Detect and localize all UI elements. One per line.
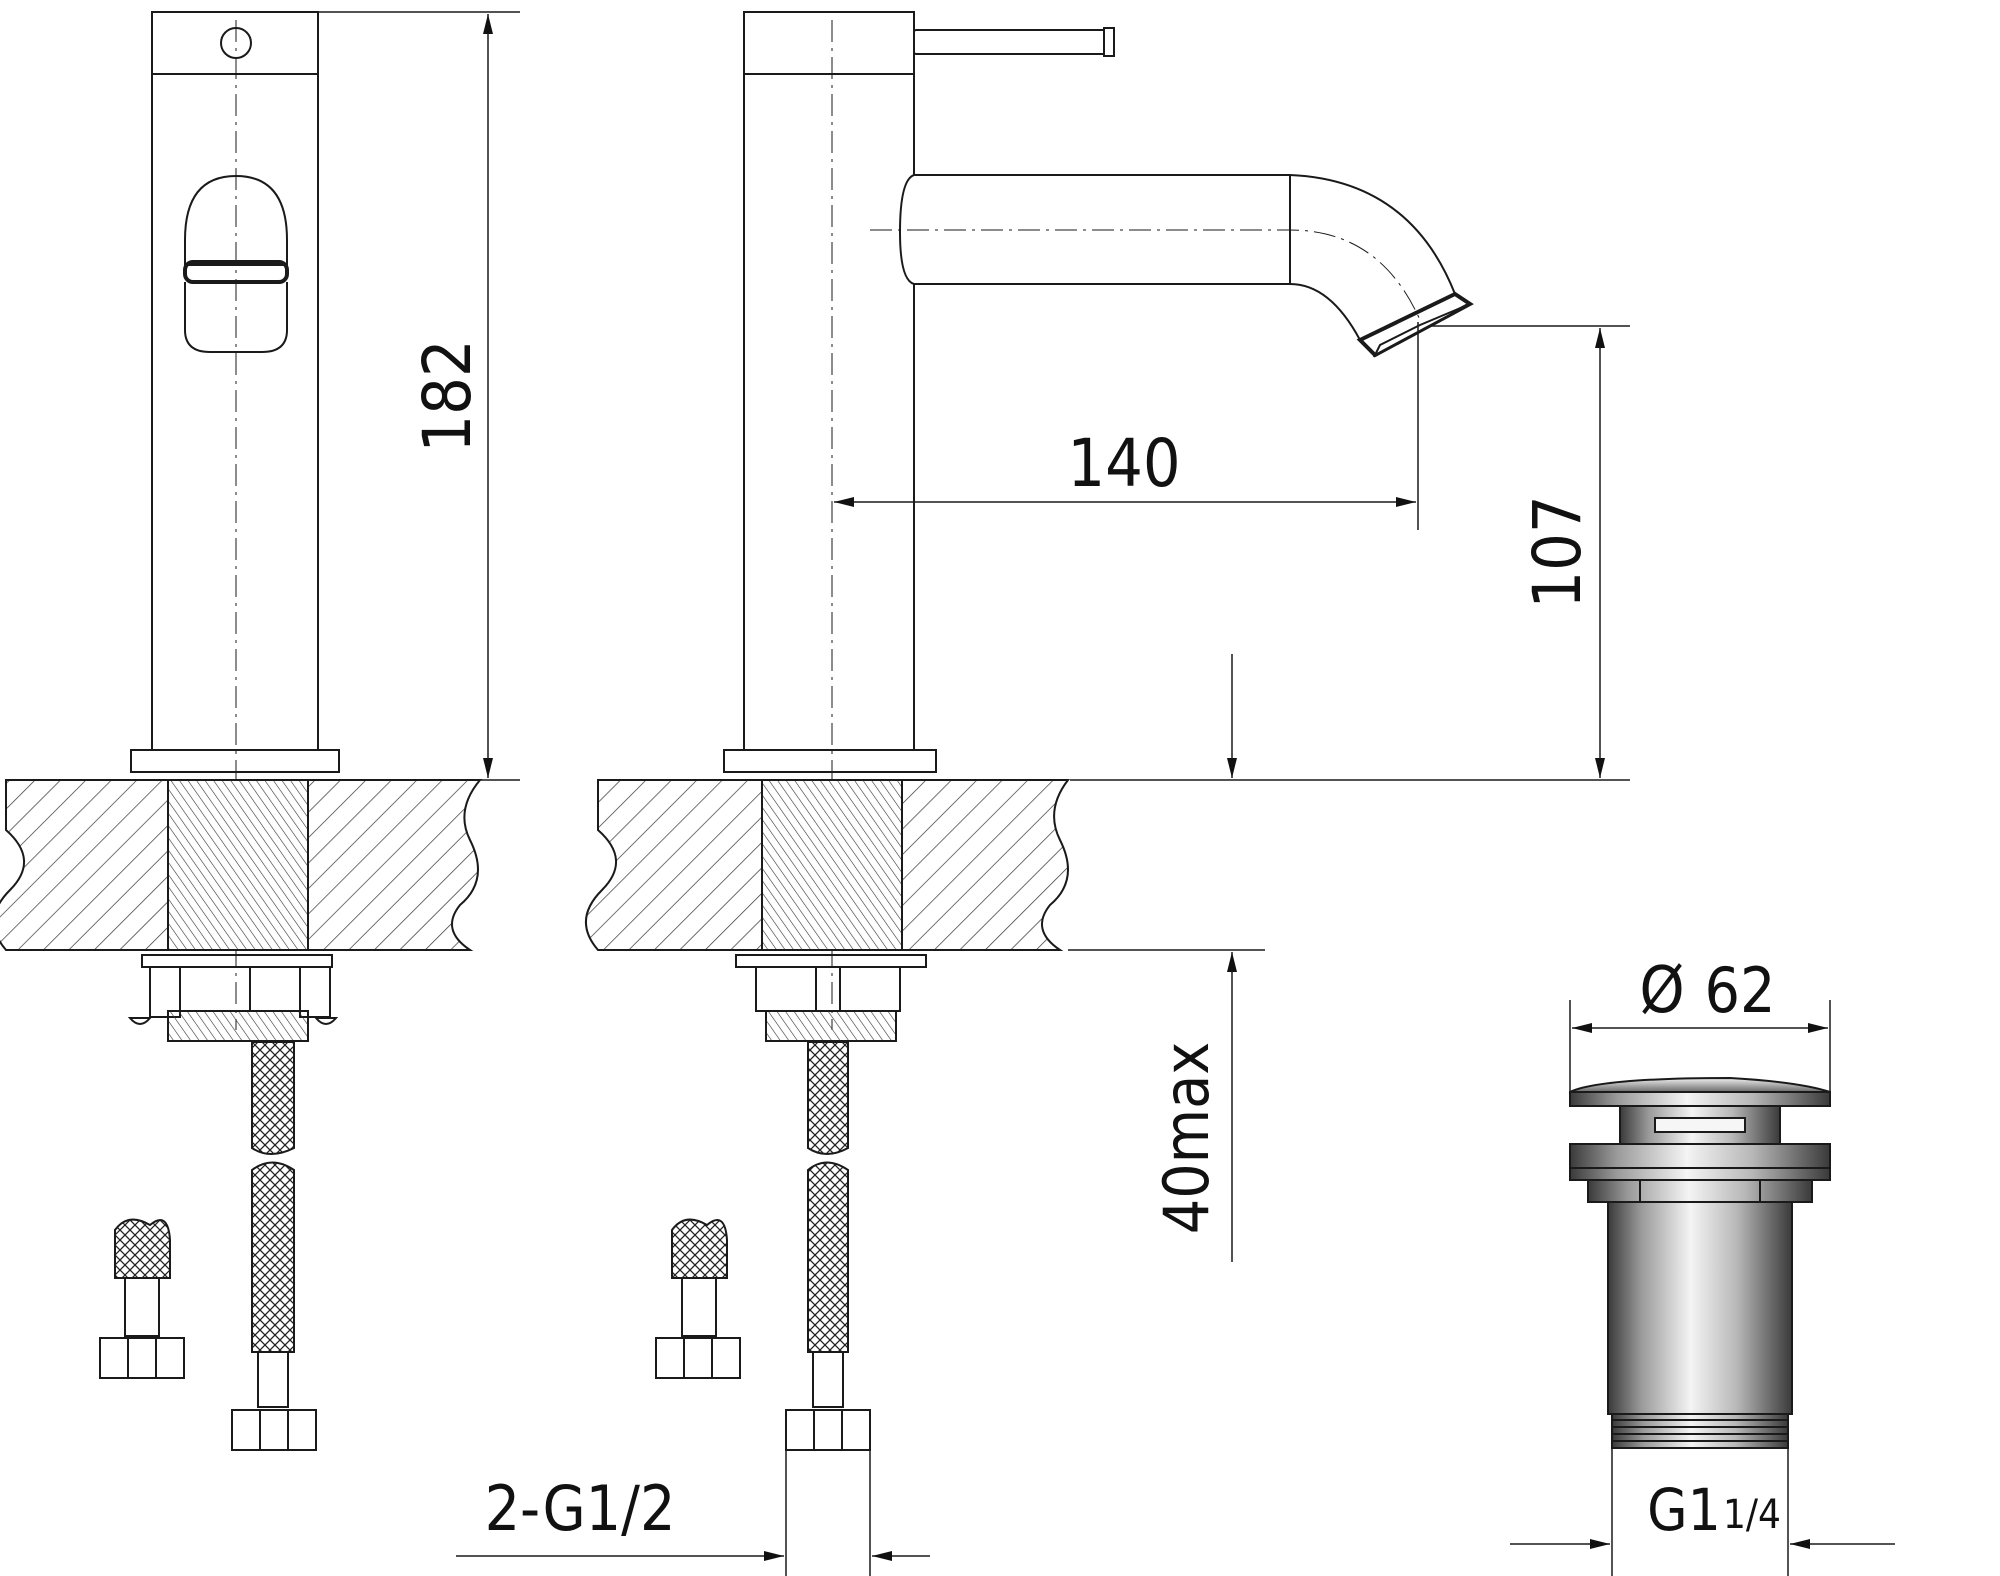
dim-spout-reach-label: 140: [1067, 425, 1180, 502]
spout: [898, 174, 1457, 342]
front-hoses: [99, 1041, 317, 1451]
dim-waste-diameter-symbol: Ø: [1639, 954, 1684, 1028]
side-handle-cap: [743, 11, 915, 75]
deck-section-middle: [584, 779, 1071, 951]
dim-waste-diameter: Ø 62: [1569, 954, 1831, 1092]
dim-waste-thread-label: G1: [1647, 1476, 1721, 1544]
side-hoses: [655, 1041, 871, 1451]
dim-supply-thread-label: 2-G1/2: [485, 1472, 676, 1545]
dim-height-total-label: 182: [409, 339, 486, 452]
front-mounting-hardware: [127, 954, 339, 1042]
dim-spout-height-label: 107: [1519, 495, 1596, 608]
side-base-flange: [723, 749, 937, 773]
deck-section-left: [0, 779, 483, 951]
dim-deck-thickness: 40max: [1068, 654, 1265, 1262]
front-lever: [184, 174, 288, 266]
dim-height-total: 182: [318, 11, 520, 781]
dim-waste-diameter-label: 62: [1705, 954, 1776, 1027]
side-lever: [913, 29, 1111, 55]
dim-supply-thread: 2-G1/2: [456, 1440, 930, 1576]
side-view: [723, 11, 1474, 1030]
front-view: [130, 11, 340, 1030]
dim-waste-thread-fraction: 1/4: [1723, 1492, 1781, 1538]
dim-spout-height: 107: [1070, 325, 1630, 781]
front-lever-tip: [184, 282, 288, 353]
waste-drain: [1569, 1076, 1831, 1449]
dim-deck-thickness-label: 40max: [1150, 1042, 1223, 1234]
side-mounting-hardware: [735, 954, 927, 1042]
side-body: [743, 73, 915, 751]
dim-waste-thread: G1 1/4: [1510, 1448, 1895, 1576]
front-base-flange: [130, 749, 340, 773]
dim-spout-reach: 140: [834, 322, 1419, 530]
front-handle-cap: [151, 11, 319, 75]
